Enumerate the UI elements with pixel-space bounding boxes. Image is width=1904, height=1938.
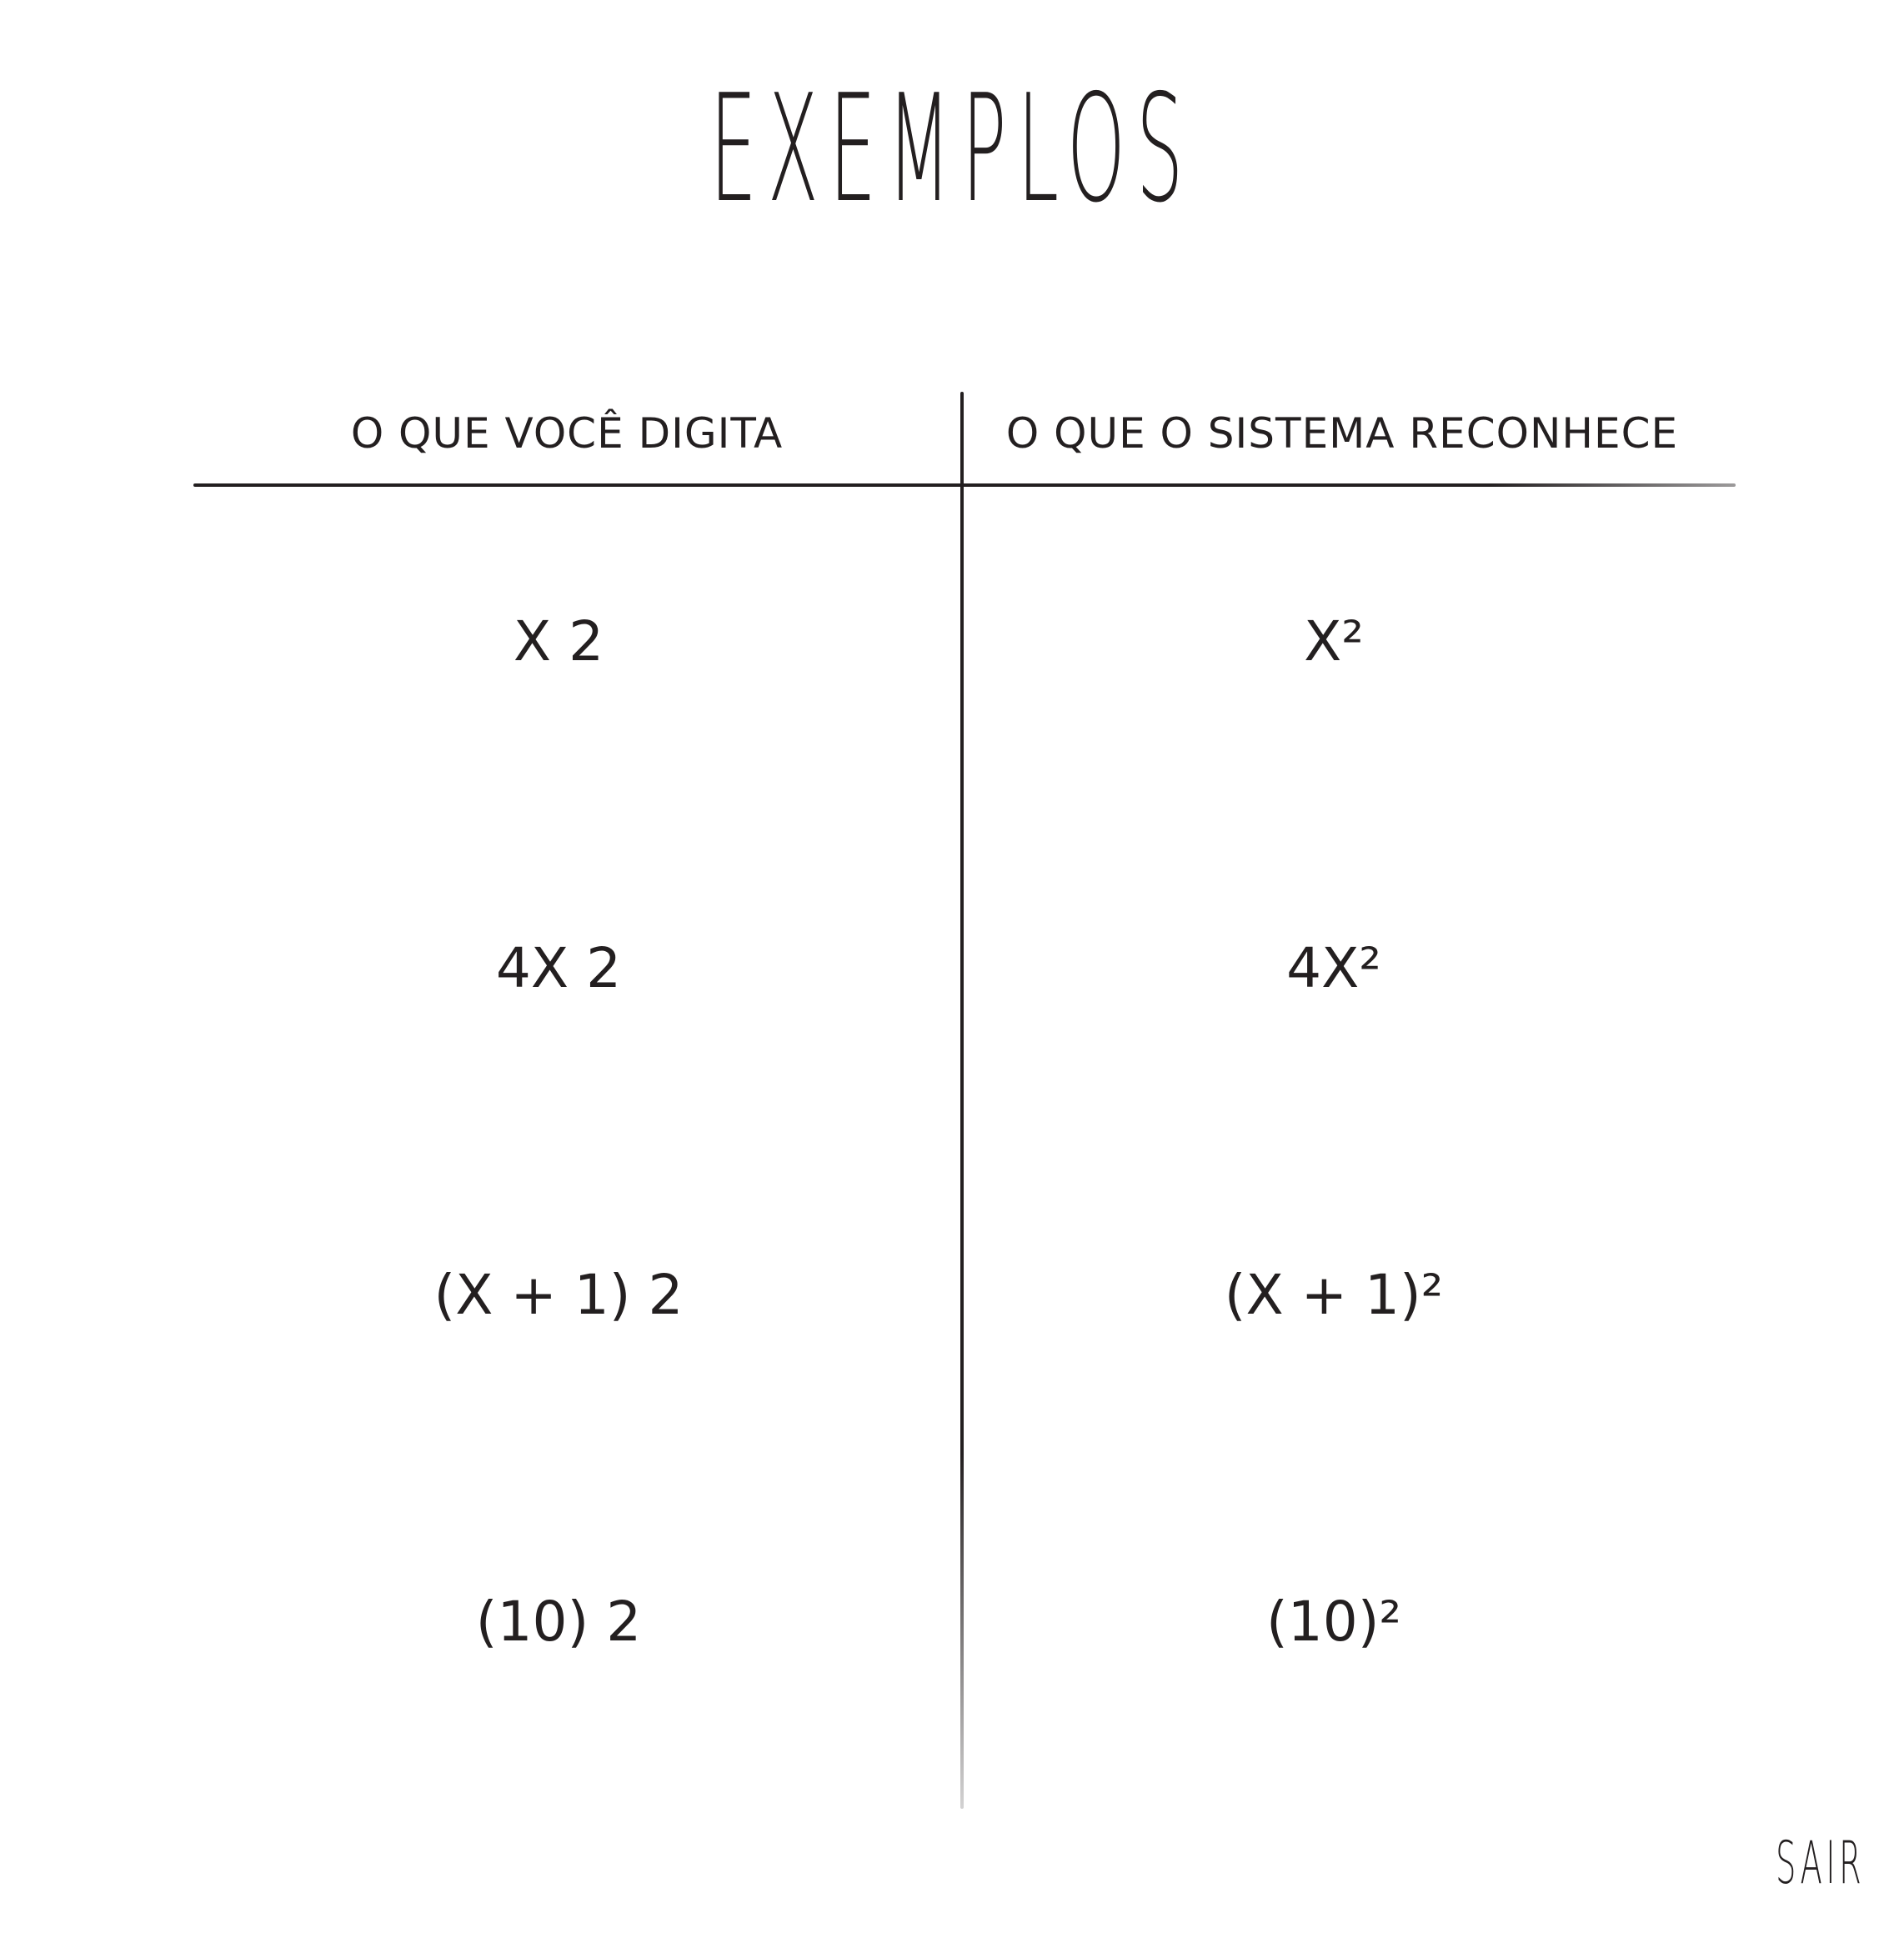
recognized-example-1: X² (1304, 609, 1364, 674)
typed-example-1: X 2 (513, 609, 604, 674)
header-divider (193, 483, 1736, 487)
recognized-example-2: 4X² (1286, 936, 1381, 1000)
typed-example-4: (10) 2 (475, 1590, 642, 1654)
page-title: EXEMPLOS (709, 63, 1195, 235)
recognized-example-4: (10)² (1266, 1590, 1401, 1654)
column-divider (960, 392, 964, 1809)
recognized-example-3: (X + 1)² (1224, 1263, 1444, 1327)
typed-example-2: 4X 2 (495, 936, 622, 1000)
typed-example-3: (X + 1) 2 (433, 1263, 684, 1327)
column-header-recognized: O QUE O SISTEMA RECONHECE (1005, 409, 1679, 458)
exit-button[interactable]: SAIR (1776, 1829, 1866, 1897)
column-header-typed: O QUE VOCÊ DIGITA (350, 409, 784, 458)
